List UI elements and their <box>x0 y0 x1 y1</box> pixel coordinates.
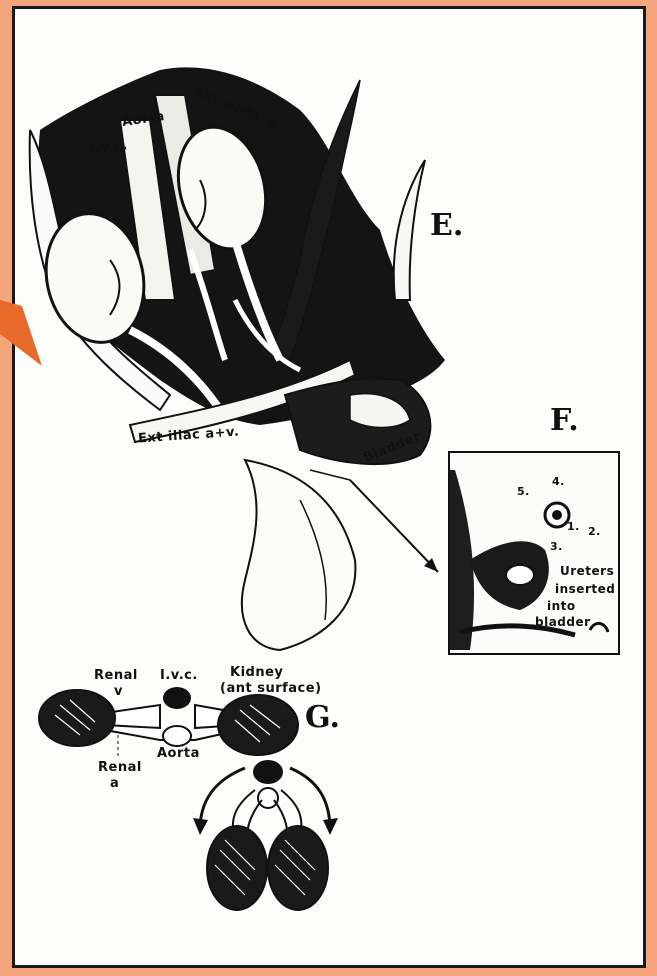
ivc-g-label: I.v.c. <box>160 668 198 683</box>
f-number-3: 3. <box>550 540 563 553</box>
figure-f-label: F. <box>550 403 579 438</box>
f-number-2: 2. <box>588 525 601 538</box>
figure-f-drawing <box>449 452 619 654</box>
f-number-5: 5. <box>517 485 530 498</box>
renal-v-letter: v <box>114 684 123 699</box>
orange-pointer-arrow-icon <box>0 300 42 366</box>
aorta-g-label: Aorta <box>157 746 200 761</box>
into-label: into <box>547 599 576 613</box>
ureters-label: Ureters <box>560 564 614 578</box>
f-number-1: 1. <box>567 520 580 533</box>
bladder-f-label: bladder <box>535 615 591 629</box>
kidney-label: Kidney <box>230 665 283 680</box>
renal-a-label: Renal <box>98 760 142 775</box>
figure-g-label: G. <box>305 700 340 735</box>
f-number-4: 4. <box>552 475 565 488</box>
ant-surface-g-label: (ant surface) <box>220 681 322 696</box>
figure-g-drawing <box>39 687 338 910</box>
renal-a-letter: a <box>110 776 119 791</box>
renal-v-label: Renal <box>94 668 138 683</box>
figure-e-label: E. <box>430 208 463 243</box>
inserted-label: inserted <box>555 582 615 596</box>
